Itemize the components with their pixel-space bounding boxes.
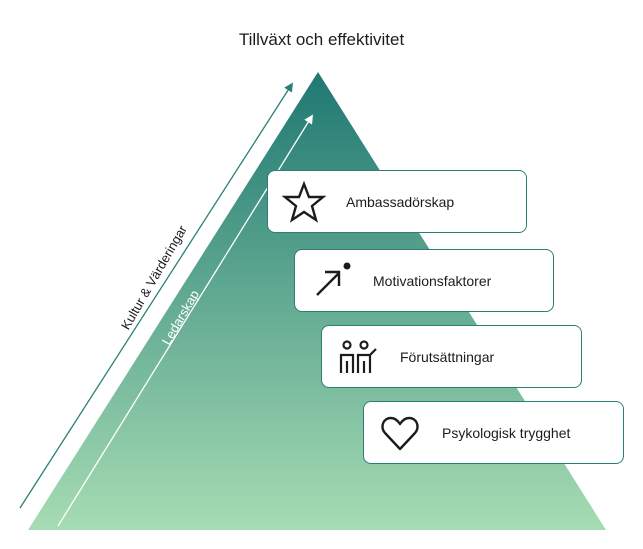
outer-arrow [19, 82, 293, 509]
heart-icon [378, 411, 422, 455]
arrow-up-right-icon [309, 259, 353, 303]
level-card-psykologisk-trygghet: Psykologisk trygghet [363, 401, 624, 464]
diagram-title: Tillväxt och effektivitet [238, 30, 405, 49]
level-label: Motivationsfaktorer [373, 272, 492, 289]
star-icon [282, 180, 326, 224]
level-card-ambassadorskap: Ambassadörskap [267, 170, 527, 233]
people-icon [336, 335, 380, 379]
level-label: Psykologisk trygghet [442, 424, 571, 441]
level-card-forutsattningar: Förutsättningar [321, 325, 582, 388]
level-label: Förutsättningar [400, 348, 495, 365]
level-label: Ambassadörskap [346, 193, 455, 210]
level-card-motivationsfaktorer: Motivationsfaktorer [294, 249, 554, 312]
